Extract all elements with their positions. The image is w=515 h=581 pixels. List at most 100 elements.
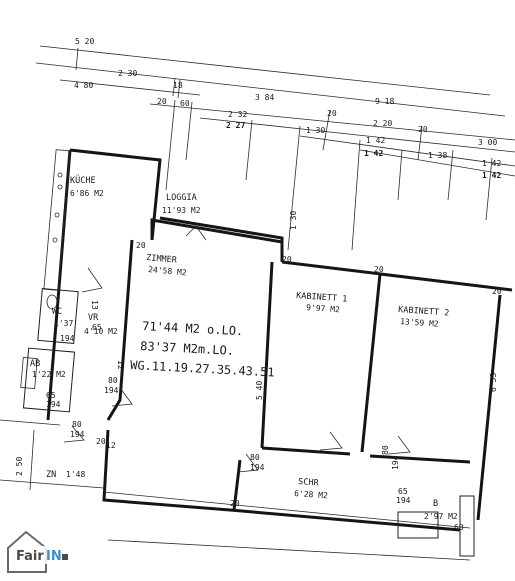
- wall-kitchen-top: [69, 148, 162, 241]
- dim-line-7: [359, 149, 515, 177]
- door-swing: [111, 387, 133, 407]
- dim-line-1: [39, 45, 491, 96]
- dim-142b: 1 42: [364, 149, 383, 158]
- room-label-vr: VR: [88, 313, 99, 323]
- dim-142c: 1 42: [482, 159, 501, 168]
- room-area-zn: 1'48: [66, 470, 85, 479]
- sink: [54, 212, 60, 218]
- room-area-schr: 6'28 M2: [294, 489, 328, 500]
- dim-20h: 20: [96, 437, 106, 446]
- dim-line-6: [299, 135, 515, 167]
- dim-384: 3 84: [255, 93, 274, 102]
- fairin-logo: Fair IN: [7, 530, 68, 573]
- tick: [172, 77, 176, 97]
- room-area-b: 2'97 M2: [424, 512, 458, 521]
- wall-kab1-kab2: [360, 273, 382, 453]
- area-summary-line1: 71'44 M2 o.LO.: [142, 319, 244, 338]
- room-area-loggia: 11'93 M2: [162, 206, 201, 215]
- top-dimension-chains: [35, 45, 515, 251]
- dim-130: 1 30: [306, 126, 325, 135]
- dim-194c: 194: [104, 386, 119, 395]
- dim-520: 5 20: [75, 37, 94, 46]
- room-label-b: B: [433, 499, 438, 509]
- wet-rooms: [20, 287, 79, 413]
- dim-194b: 194: [46, 400, 61, 409]
- room-area-vr: 4'10 M2: [84, 327, 118, 336]
- dim-80b: 80: [72, 420, 82, 429]
- room-area-kabinett2: 13'59 M2: [400, 317, 439, 329]
- wall-bottom: [102, 429, 461, 532]
- logo-backdrop: [14, 546, 64, 564]
- tick: [287, 125, 301, 251]
- door-swing: [237, 453, 259, 473]
- room-area-zimmer: 24'58 M2: [148, 265, 187, 277]
- dim-194g: 194: [396, 496, 411, 505]
- logo-dot: [62, 554, 68, 560]
- tick: [245, 119, 253, 181]
- door-swing: [387, 435, 411, 455]
- logo-in: IN: [46, 549, 62, 564]
- door-swing: [319, 431, 343, 451]
- room-label-schr: SCHR: [298, 477, 320, 488]
- dim-230: 2 30: [118, 69, 137, 78]
- dim-194e: 194: [250, 463, 265, 472]
- door-swing: [185, 225, 207, 241]
- dim-194a: 194: [60, 334, 75, 343]
- toilet-icon: [46, 294, 58, 310]
- dim-line-2: [35, 62, 506, 117]
- room-area-kueche: 6'86 M2: [70, 189, 104, 198]
- dim-line-bottom: [103, 491, 471, 529]
- tick: [447, 149, 454, 201]
- tick: [165, 99, 176, 191]
- dim-194f: 194: [391, 455, 400, 470]
- tick: [351, 139, 361, 251]
- dim-20f: 20: [492, 287, 502, 296]
- dim-130-vert: 1 30: [289, 211, 298, 230]
- dim-142a: 1 42: [366, 136, 385, 145]
- dim-line-bottom-2: [107, 539, 471, 561]
- dim-232: 2 32: [228, 110, 247, 119]
- tick: [485, 157, 493, 221]
- dim-20a: 20: [157, 97, 167, 106]
- dim-tick-left: [29, 429, 35, 491]
- dim-20b: 20: [327, 109, 337, 118]
- wall-loggia: [150, 218, 283, 244]
- dim-227: 2 27: [226, 121, 245, 130]
- dim-line-4: [149, 103, 515, 141]
- dim-250: 2 50: [15, 457, 24, 476]
- dim-653: 6 53: [489, 373, 498, 392]
- dim-12: 12: [116, 360, 125, 370]
- tick: [185, 101, 193, 161]
- room-area-wc: 1'37: [54, 319, 73, 328]
- room-label-wc: WC: [52, 307, 62, 317]
- dim-20g: 20: [230, 499, 240, 508]
- wall-zimmer-kab: [260, 261, 274, 449]
- dim-line-5: [199, 117, 515, 153]
- paper-corner: [0, 0, 30, 150]
- tick: [322, 109, 331, 151]
- room-label-loggia: LOGGIA: [166, 193, 197, 203]
- dim-20e: 20: [374, 265, 384, 274]
- wall-top-right: [281, 260, 513, 292]
- bottom-box: [397, 511, 439, 539]
- dim-20d: 20: [282, 255, 292, 264]
- left-dimension-chains: [0, 419, 471, 529]
- door-swing: [63, 425, 85, 443]
- dim-194d: 194: [70, 430, 85, 439]
- sink: [52, 237, 58, 243]
- tick: [177, 79, 181, 99]
- dim-20i: 20: [136, 241, 146, 250]
- right-column: [459, 495, 475, 557]
- dim-line-left: [0, 419, 61, 426]
- tick: [397, 149, 403, 201]
- wall-kab2-bottom: [369, 454, 471, 464]
- dim-60b: 60: [454, 523, 464, 532]
- dim-65b-left: 65: [46, 391, 56, 400]
- stove-burner: [57, 172, 63, 178]
- room-area-ab: 1'22 M2: [32, 370, 66, 379]
- dim-480: 4 80: [74, 81, 93, 90]
- dim-20c: 20: [418, 125, 428, 134]
- dim-80c: 80: [250, 453, 260, 462]
